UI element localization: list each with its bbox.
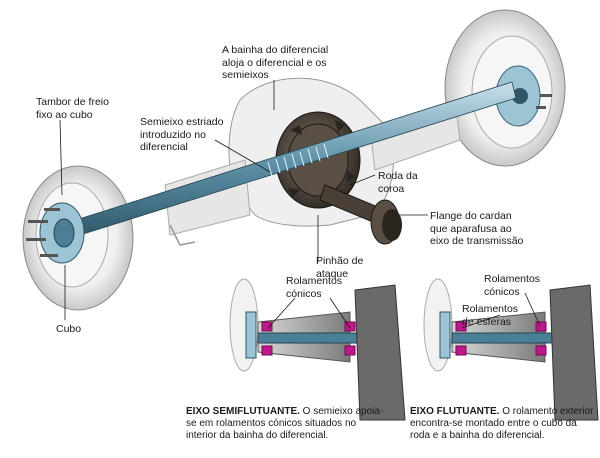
semi-floating-text: O semieixo apoia-se em rolamentos cónico… [186,406,384,441]
fully-floating-caption: EIXO FLUTUANTE. O rolamento exterior enc… [410,406,598,442]
taper-bearings-left-label: Rolamentos cónicos [286,275,343,300]
leader-lines [59,80,541,329]
fully-floating-inset [423,278,599,421]
pinion-shaft [319,184,402,245]
taper-bearings-right-label: Rolamentos cónicos [484,273,541,298]
pinion-label: Pinhão de ataque [316,255,364,280]
splined-shaft-label: Semieixo estriado introduzido no diferen… [140,116,224,153]
diff-housing-label: A bainha do diferencial aloja o diferenc… [222,44,329,81]
ball-bearings-label: Rolamentos de esferas [462,303,519,328]
hub-label: Cubo [56,323,82,335]
semi-floating-caption: EIXO SEMIFLUTUANTE. O semieixo apoia-se … [186,406,386,442]
semi-floating-inset [229,278,406,421]
brake-drum-label: Tambor de freio fixo ao cubo [36,96,109,121]
fully-floating-title: EIXO FLUTUANTE. [410,406,500,417]
prop-flange-label: Flange do cardan que aparafusa ao eixo d… [430,210,524,247]
crown-wheel-label: Roda da coroa [378,170,418,195]
semi-floating-title: EIXO SEMIFLUTUANTE. [186,406,300,417]
fully-floating-text: O rolamento exterior encontra-se montado… [410,406,594,441]
left-hub [26,202,85,264]
